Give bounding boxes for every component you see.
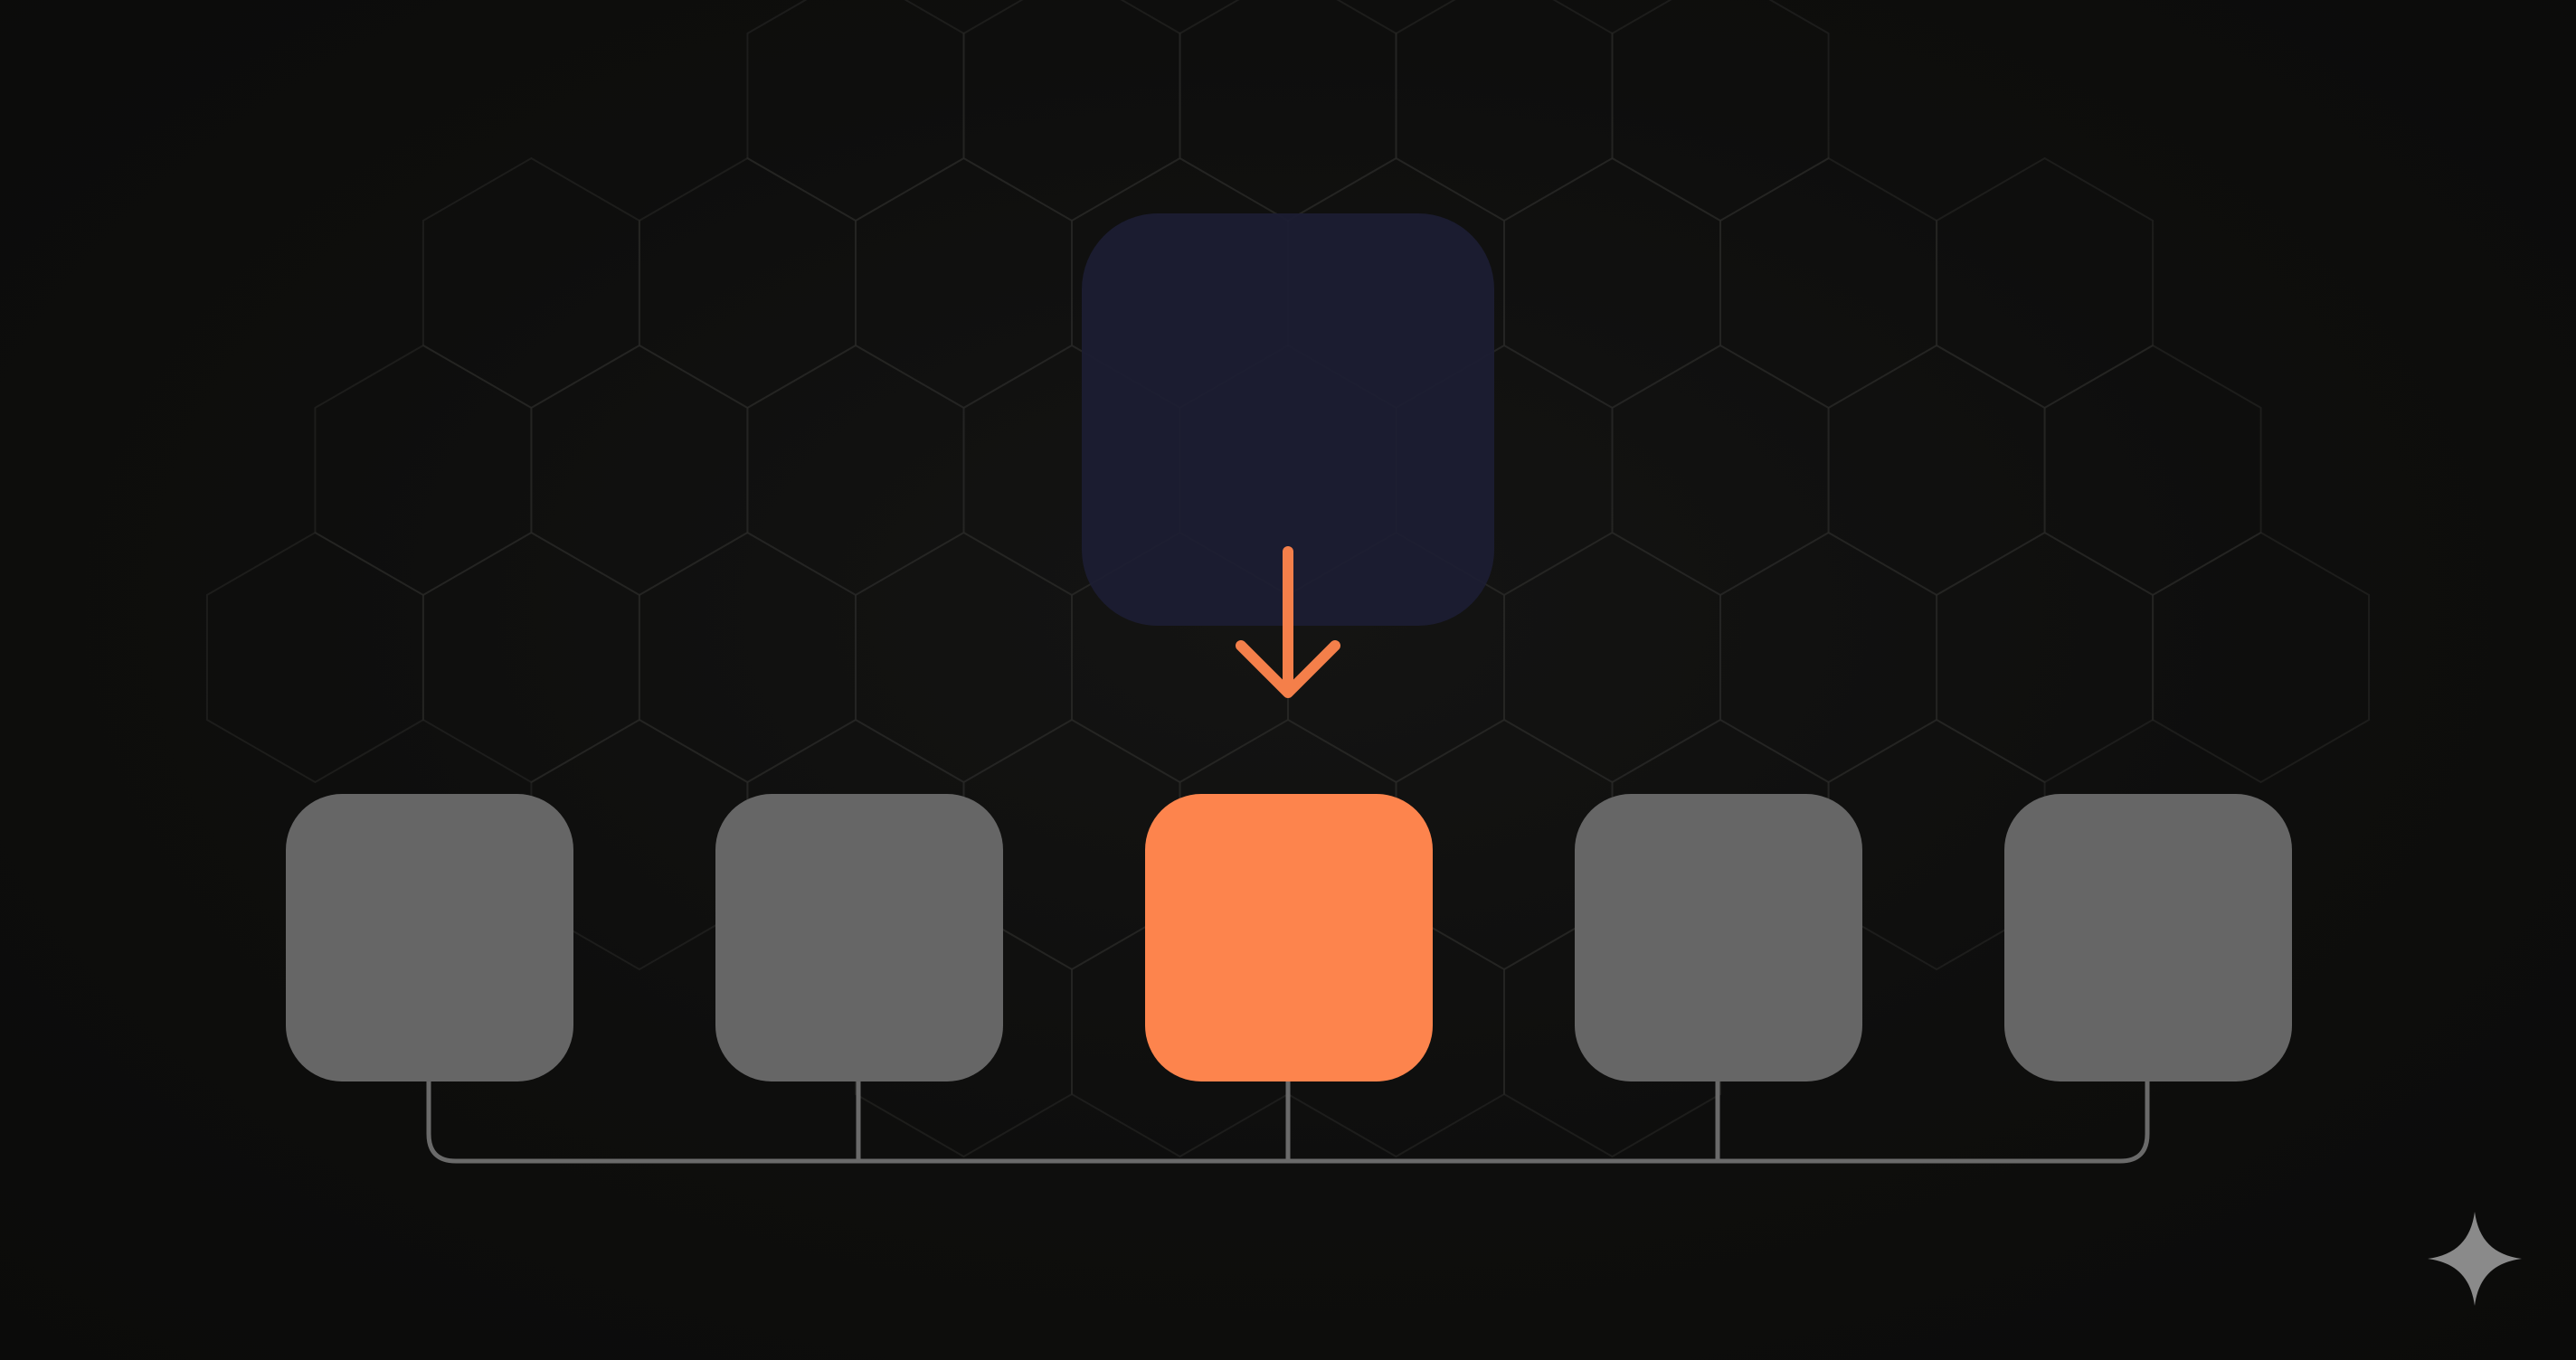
child-node-5 [2004,794,2292,1081]
child-node-2 [715,794,1003,1081]
hex-cell [2152,531,2371,784]
child-node-3-selected [1145,794,1433,1081]
child-node-1 [286,794,573,1081]
child-node-4 [1575,794,1862,1081]
sparkle-icon [2428,1212,2522,1306]
hex-cell [1827,718,2046,971]
